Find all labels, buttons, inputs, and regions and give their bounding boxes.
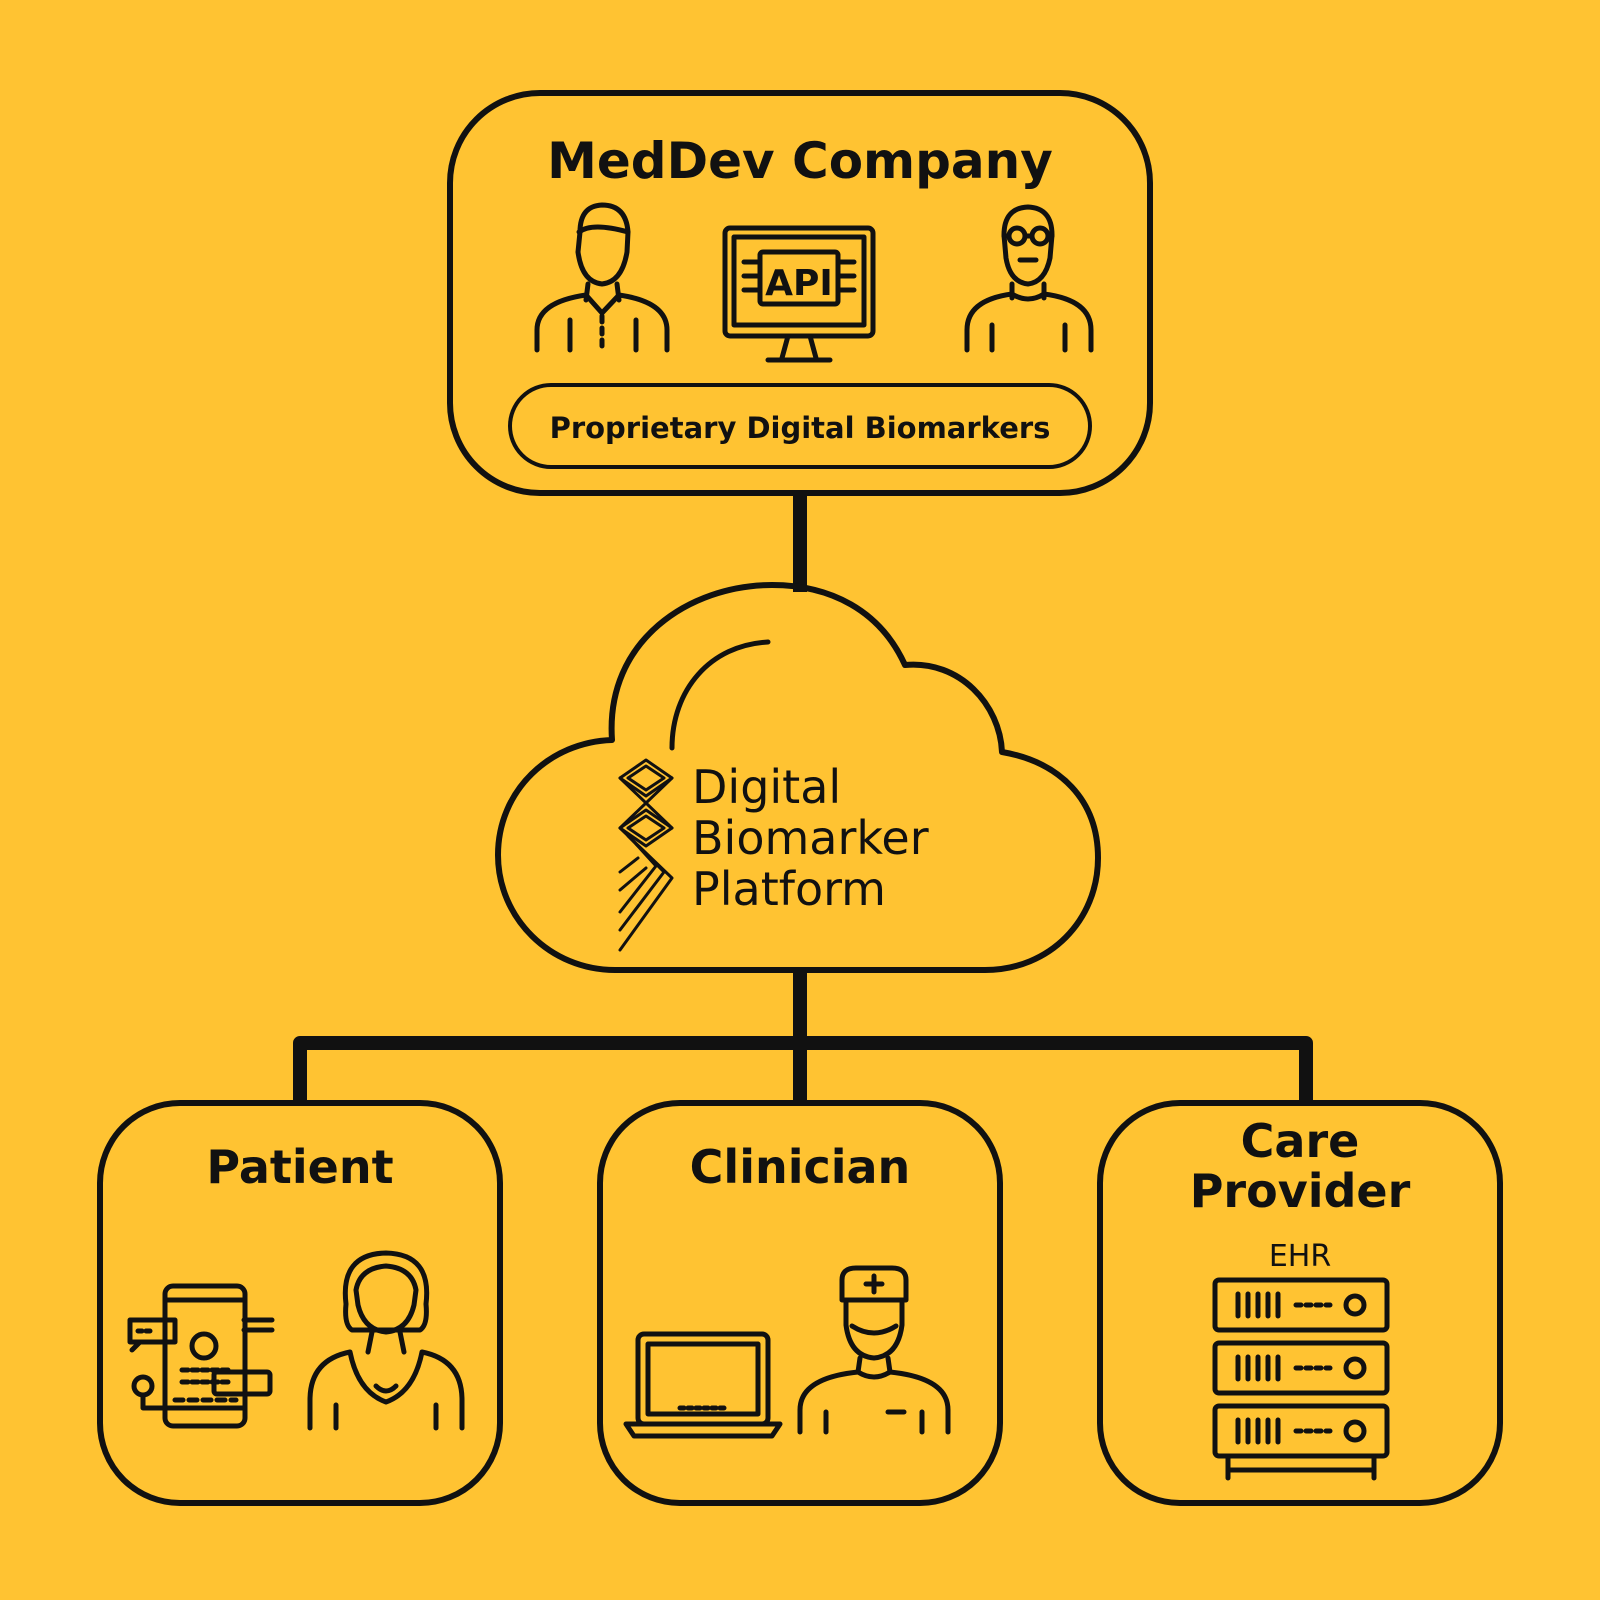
ehr-label: EHR	[1269, 1239, 1331, 1274]
care-provider-title-line1: Care	[1241, 1114, 1360, 1168]
proprietary-badge-label: Proprietary Digital Biomarkers	[550, 411, 1051, 445]
meddev-title: MedDev Company	[547, 132, 1053, 190]
care-provider-title-line2: Provider	[1190, 1164, 1411, 1218]
platform-cloud: Digital Biomarker Platform	[495, 582, 1101, 973]
api-label: API	[765, 263, 833, 304]
patient-title: Patient	[206, 1140, 393, 1194]
clinician-title: Clinician	[690, 1140, 911, 1194]
cloud-inner-arc	[669, 639, 771, 751]
platform-logo-icon	[618, 758, 674, 952]
scientist-person-icon	[964, 204, 1094, 353]
meddev-company-box: MedDev Company API	[447, 90, 1153, 496]
api-monitor-icon: API	[722, 225, 876, 363]
platform-title-line1: Digital	[692, 760, 841, 814]
smartphone-app-icon	[127, 1283, 275, 1429]
platform-title-line2: Biomarker	[692, 811, 929, 865]
connectors	[293, 494, 1313, 1100]
care-provider-box: Care Provider EHR	[1097, 1100, 1503, 1506]
connector-branch	[293, 1036, 1313, 1100]
cloud-outline	[495, 582, 1101, 973]
clinician-box: Clinician	[597, 1100, 1003, 1506]
woman-icon	[307, 1250, 465, 1431]
doctor-icon	[797, 1265, 951, 1435]
laptop-icon	[623, 1331, 783, 1439]
platform-title-line3: Platform	[692, 862, 886, 916]
developer-person-icon	[534, 202, 670, 353]
server-rack-icon	[1212, 1277, 1390, 1481]
proprietary-badge	[508, 383, 1092, 469]
patient-box: Patient	[97, 1100, 503, 1506]
